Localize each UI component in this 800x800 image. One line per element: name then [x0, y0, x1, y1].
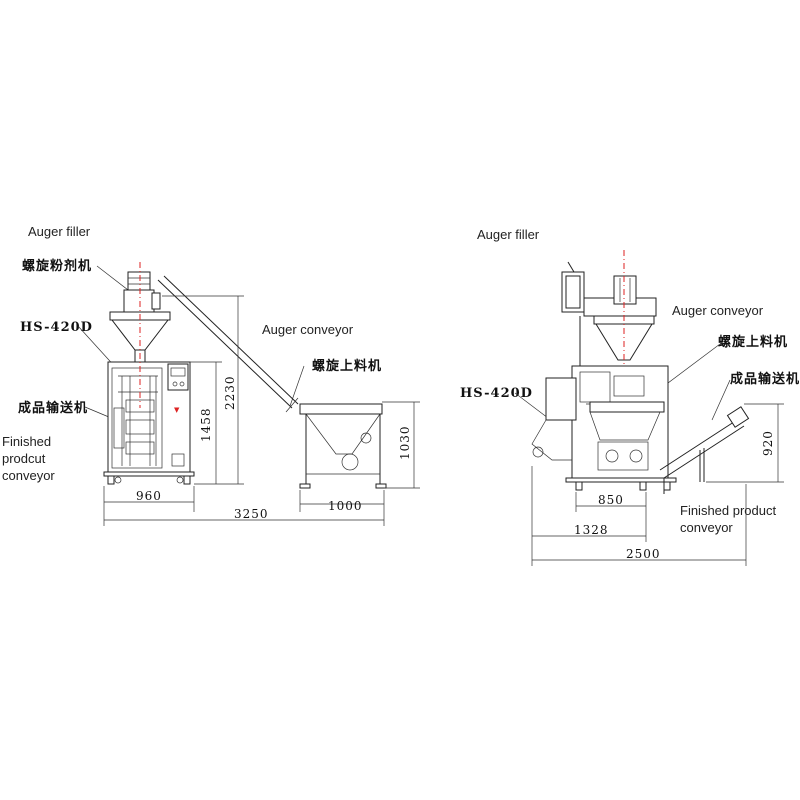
left-finished-conveyor-label-1: Finished — [2, 434, 51, 449]
dim-left-1458: 1458 — [199, 407, 213, 442]
dim-right-920: 920 — [761, 430, 775, 456]
left-auger-filler-label: Auger filler — [28, 224, 91, 239]
right-model-label: HS-420D — [460, 386, 533, 401]
right-dimensions: 850 1328 2500 920 — [531, 403, 784, 566]
dim-left-960: 960 — [136, 489, 162, 503]
dim-right-1328: 1328 — [574, 523, 609, 537]
left-auger-motor — [123, 271, 161, 313]
dim-left-1030: 1030 — [398, 425, 412, 460]
left-model-label: HS-420D — [20, 320, 93, 335]
left-front-view: Auger filler 螺旋粉剂机 HS-420D Auger conveyo… — [2, 224, 420, 526]
right-leader-conveyor — [711, 379, 731, 421]
left-auger-conveyor-label: Auger conveyor — [262, 322, 354, 337]
right-auger-filler — [561, 261, 657, 370]
left-dimensions: 960 3250 1000 1458 2230 1030 — [103, 295, 420, 526]
dim-right-850: 850 — [598, 493, 624, 507]
svg-text:▼: ▼ — [174, 406, 180, 414]
right-auger-conveyor-cn-label: 螺旋上料机 — [718, 334, 788, 350]
right-finished-conveyor-label-2: conveyor — [680, 520, 733, 535]
right-side-view: Auger filler Auger conveyor 螺旋上料机 成品输送机 … — [460, 227, 800, 566]
dim-left-1000: 1000 — [328, 499, 363, 513]
left-auger-conveyor — [157, 275, 387, 489]
dim-left-3250: 3250 — [234, 507, 269, 521]
dim-right-2500: 2500 — [626, 547, 661, 561]
dim-left-2230: 2230 — [223, 375, 237, 410]
right-auger-filler-label: Auger filler — [477, 227, 540, 242]
left-packing-machine-body — [103, 361, 195, 485]
left-finished-conveyor-cn-label: 成品输送机 — [18, 400, 88, 416]
left-leader-auger — [289, 365, 305, 407]
right-packing-machine-body — [531, 365, 677, 491]
right-finished-conveyor-cn-label: 成品输送机 — [730, 371, 800, 387]
left-auger-filler-cn-label: 螺旋粉剂机 — [22, 258, 92, 274]
left-auger-conveyor-cn-label: 螺旋上料机 — [312, 358, 382, 374]
left-leader-filler — [96, 265, 129, 291]
right-finished-conveyor-label-1: Finished product — [680, 503, 776, 518]
right-leader-model — [514, 392, 549, 419]
left-finished-conveyor-label-3: conveyor — [2, 468, 55, 483]
left-finished-conveyor-label-2: prodcut — [2, 451, 46, 466]
right-auger-conveyor-label: Auger conveyor — [672, 303, 764, 318]
right-finished-conveyor — [659, 406, 750, 494]
